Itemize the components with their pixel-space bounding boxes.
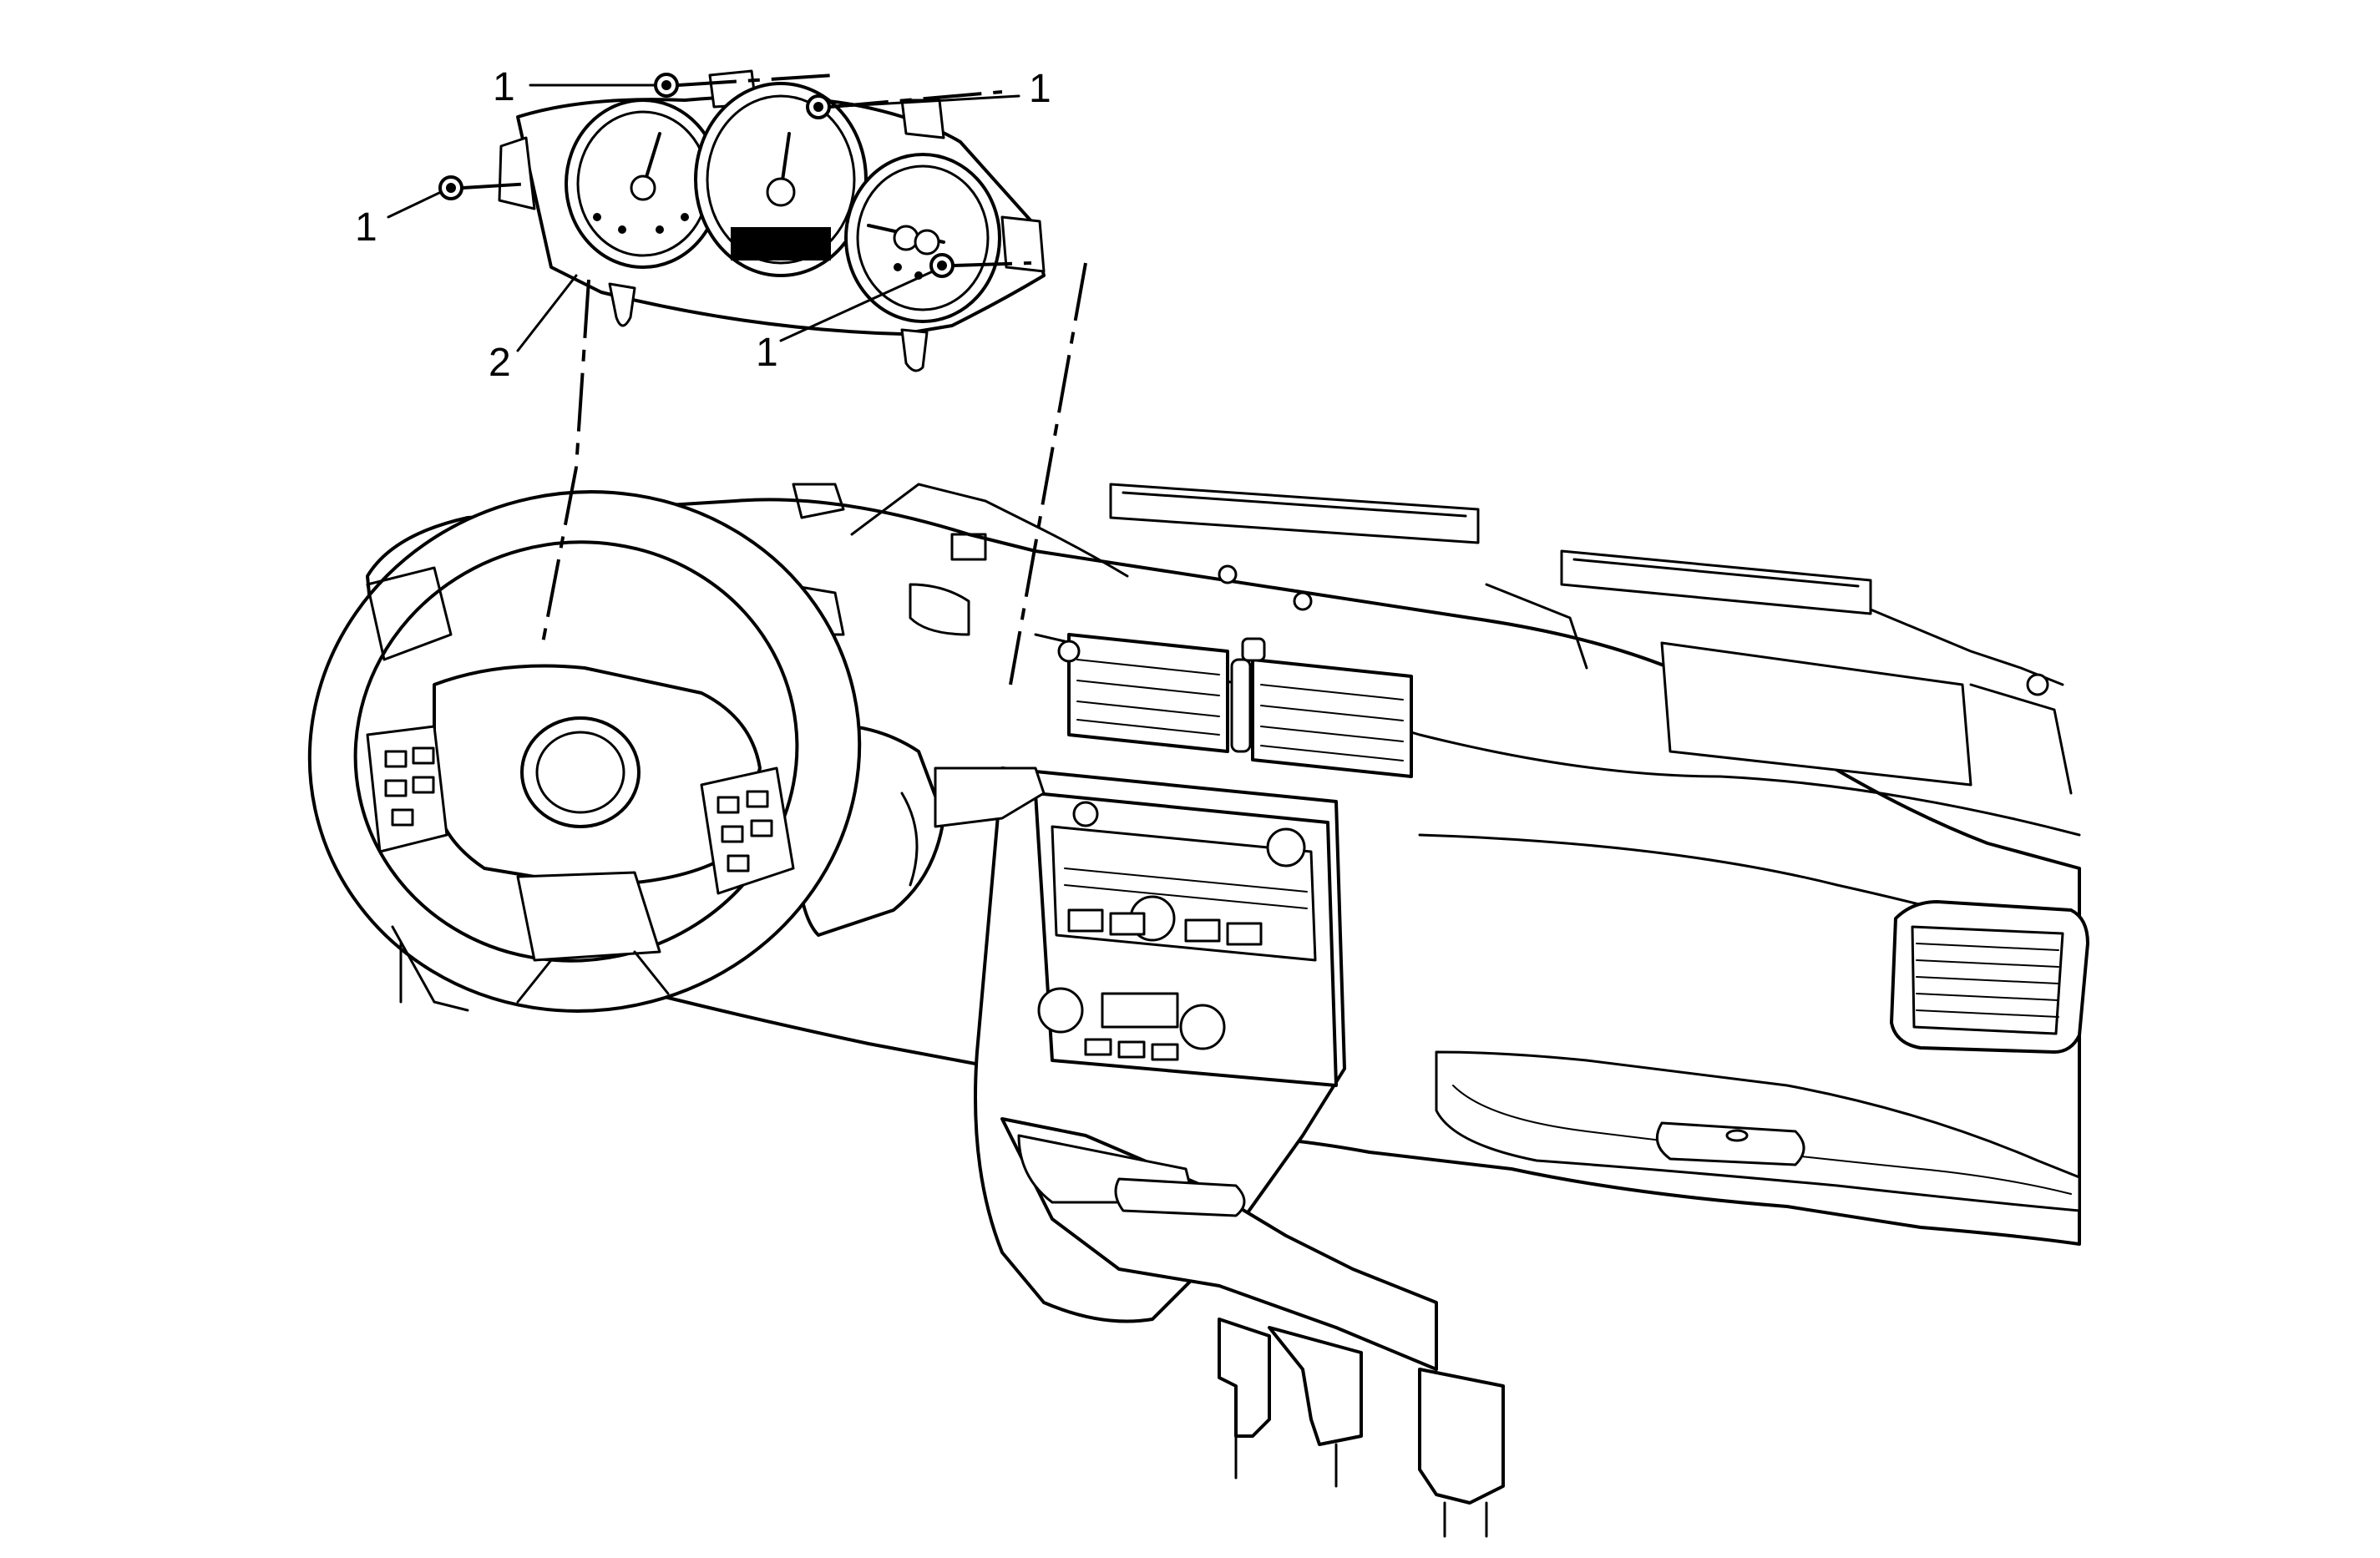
callout-leaders xyxy=(387,83,1020,352)
callout-label-fastener-top-left: 1 xyxy=(493,65,515,109)
support-bracket-right xyxy=(1418,1368,1505,1505)
cluster-mounting-ear-top-right xyxy=(900,99,945,139)
instrument-cluster xyxy=(498,69,1046,372)
callout-label-fastener-left: 1 xyxy=(355,205,377,250)
alignment-guides xyxy=(541,262,1087,685)
cluster-clip-right xyxy=(900,328,929,372)
glovebox-handle[interactable] xyxy=(1655,1121,1805,1166)
callout-label-instrument-cluster: 2 xyxy=(489,341,511,385)
airbag-emblem xyxy=(520,716,641,828)
callout-label-fastener-top-right: 1 xyxy=(1029,67,1051,111)
callout-labels: 1 1 1 1 2 xyxy=(355,65,1051,385)
instrument-panel xyxy=(307,483,2089,1538)
cluster-fasteners xyxy=(438,73,1032,278)
support-bracket-mid xyxy=(1268,1326,1363,1446)
cross-car-structure xyxy=(783,483,2073,795)
cluster-mounting-ear-left xyxy=(498,136,536,210)
left-side-bracket xyxy=(366,566,469,1012)
odometer-display xyxy=(731,227,831,261)
right-air-vent xyxy=(1890,900,2089,1054)
radio-head-unit xyxy=(1034,792,1338,1087)
callout-label-fastener-lower: 1 xyxy=(756,331,778,375)
fuel-temp-gauge xyxy=(844,153,1001,323)
speedometer-gauge xyxy=(694,82,868,277)
cluster-mounting-ear-right xyxy=(1000,215,1046,273)
lower-bin-handle xyxy=(1114,1177,1246,1217)
center-air-vents xyxy=(1067,633,1413,778)
cluster-clip-left xyxy=(608,282,636,327)
support-bracket-left xyxy=(1218,1318,1271,1438)
glovebox-lock xyxy=(1725,1129,1749,1142)
